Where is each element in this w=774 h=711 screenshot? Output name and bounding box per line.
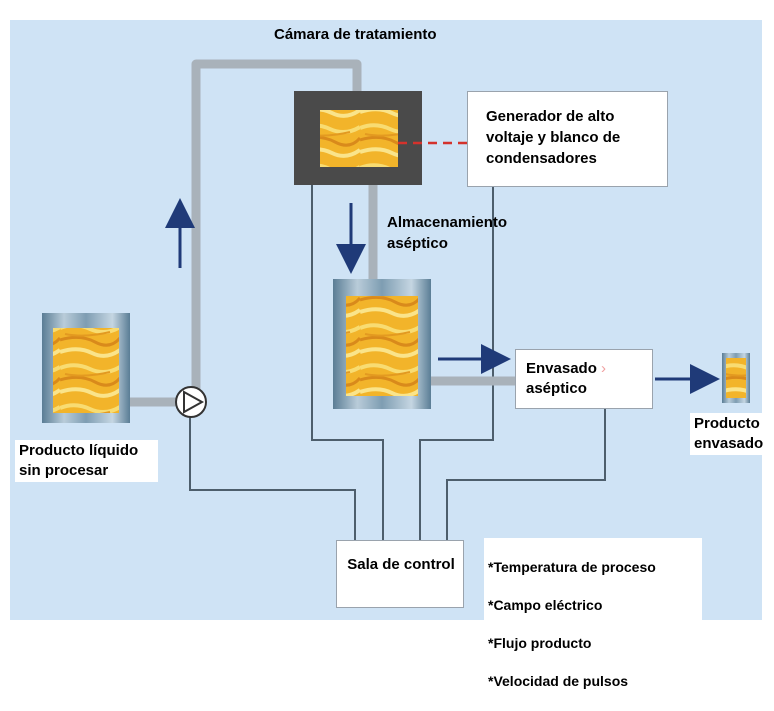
raw-product-label: Producto líquido sin procesar	[15, 440, 158, 482]
parameter-item: *Flujo producto	[488, 635, 592, 651]
storage-label: Almacenamiento aséptico	[387, 214, 508, 252]
control-room-box: Sala de control	[336, 540, 464, 608]
parameter-item: *Campo eléctrico	[488, 597, 603, 613]
control-lines	[189, 185, 606, 540]
treatment-chamber-product	[320, 110, 398, 167]
generator-box: Generador de alto voltaje y blanco de co…	[467, 91, 668, 187]
control-line-pump	[189, 412, 356, 540]
parameter-item: *Velocidad de pulsos	[488, 673, 629, 689]
packaging-label-2: aséptico	[526, 380, 587, 397]
pump-triangle	[183, 390, 205, 414]
packaging-box: Envasado › aséptico	[515, 349, 653, 409]
control-line-generator	[419, 185, 494, 540]
parameter-list: *Temperatura de proceso *Campo eléctrico…	[484, 538, 702, 711]
parameter-item: *Temperatura de proceso	[488, 559, 656, 575]
raw-product-fill	[53, 328, 119, 413]
generator-label: Generador de alto voltaje y blanco de co…	[486, 108, 621, 167]
control-line-packaging	[446, 395, 606, 540]
packed-product-fill	[726, 358, 746, 398]
control-line-chamber-left	[311, 185, 384, 540]
packed-product-label: Producto envasado	[690, 413, 768, 455]
aseptic-storage-fill	[346, 296, 418, 396]
control-room-label: Sala de control	[347, 556, 455, 573]
process-diagram: Cámara de tratamiento Generador de alto …	[10, 20, 768, 689]
packaging-label: Envasado ›	[526, 360, 607, 377]
chamber-title: Cámara de tratamiento	[274, 26, 437, 43]
